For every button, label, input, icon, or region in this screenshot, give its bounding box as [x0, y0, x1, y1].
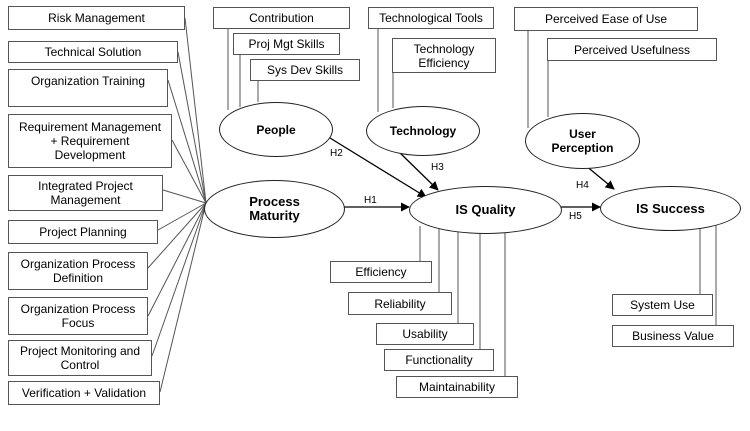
practice-box-organization-process-definition: Organization Process Definition: [8, 252, 148, 290]
construct-process-maturity: Process Maturity: [204, 180, 345, 238]
construct-people: People: [219, 102, 333, 157]
is-quality-factor-reliability: Reliability: [348, 292, 452, 315]
practice-box-risk-management: Risk Management: [8, 6, 185, 30]
practice-box-project-monitoring-control: Project Monitoring and Control: [8, 340, 152, 376]
construct-technology: Technology: [366, 106, 480, 156]
hypothesis-label-h2: H2: [330, 148, 343, 159]
is-quality-factor-maintainability: Maintainability: [396, 376, 518, 398]
people-factor-sys-dev-skills: Sys Dev Skills: [250, 59, 360, 81]
practice-box-organization-training: Organization Training: [8, 69, 168, 107]
hypothesis-label-h1: H1: [364, 195, 377, 206]
practice-box-organization-process-focus: Organization Process Focus: [8, 297, 148, 335]
people-factor-proj-mgt-skills: Proj Mgt Skills: [233, 33, 340, 55]
is-quality-factor-efficiency: Efficiency: [330, 261, 432, 283]
practice-box-technical-solution: Technical Solution: [8, 41, 178, 63]
hypothesis-label-h4: H4: [576, 180, 589, 191]
user-perception-factor-ease-of-use: Perceived Ease of Use: [514, 7, 698, 31]
construct-user-perception: User Perception: [525, 113, 640, 169]
is-quality-factor-usability: Usability: [376, 323, 474, 345]
practice-box-integrated-project-management: Integrated Project Management: [8, 175, 163, 211]
practice-box-verification-validation: Verification + Validation: [8, 381, 160, 405]
technology-factor-efficiency: Technology Efficiency: [392, 38, 496, 73]
technology-factor-tools: Technological Tools: [368, 7, 494, 29]
practice-box-project-planning: Project Planning: [8, 220, 158, 244]
is-quality-factor-functionality: Functionality: [384, 349, 494, 371]
hypothesis-label-h5: H5: [569, 211, 582, 222]
people-factor-contribution: Contribution: [213, 7, 350, 29]
is-success-factor-system-use: System Use: [612, 294, 713, 316]
practice-box-requirement-management: Requirement Management + Requirement Dev…: [8, 114, 172, 168]
user-perception-factor-usefulness: Perceived Usefulness: [547, 38, 717, 61]
construct-is-success: IS Success: [600, 186, 741, 231]
hypothesis-label-h3: H3: [431, 162, 444, 173]
construct-is-quality: IS Quality: [409, 186, 562, 234]
is-success-factor-business-value: Business Value: [612, 325, 734, 347]
